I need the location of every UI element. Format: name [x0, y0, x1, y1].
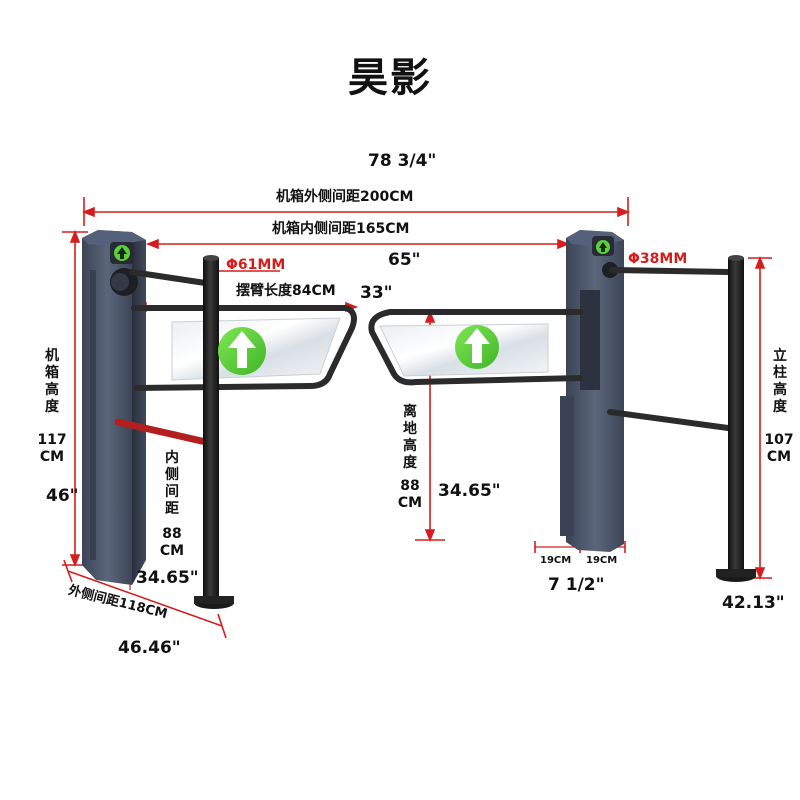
outer-gap-line	[67, 570, 223, 627]
cabinet-height-inch: 46"	[46, 486, 79, 506]
right-cabinet	[560, 230, 624, 552]
inner-gap-label: 内 侧 间 距	[165, 450, 179, 517]
ground-height-cm: 88 CM	[397, 478, 423, 511]
cabinet-height-cm: 117 CM	[37, 432, 67, 465]
small-arrow-indicator-icon	[114, 245, 130, 261]
inner-span-cm: 机箱内侧间距165CM	[272, 221, 410, 237]
small-arrow-indicator-icon	[596, 240, 610, 254]
pipe-small-diameter: Φ38MM	[628, 251, 688, 267]
arm-length-cm: 摆臂长度84CM	[236, 283, 336, 299]
outer-span-inch: 78 3/4"	[368, 151, 437, 171]
post-height-inch: 42.13"	[722, 593, 785, 613]
ground-height-inch: 34.65"	[438, 481, 501, 501]
base-right-cm: 19CM	[586, 555, 618, 566]
page-title: 昊影	[348, 55, 432, 101]
green-up-arrow-icon	[455, 325, 499, 369]
right-pole	[716, 255, 756, 582]
pipe-large-diameter: Φ61MM	[226, 257, 286, 273]
left-cabinet	[82, 230, 146, 585]
outer-span-cm: 机箱外侧间距200CM	[276, 189, 414, 205]
base-left-cm: 19CM	[540, 555, 572, 566]
outer-gap-inch: 46.46"	[118, 638, 181, 658]
gate-arms	[129, 267, 731, 431]
inner-gap-inch: 34.65"	[136, 568, 199, 588]
arm-length-inch: 33"	[360, 283, 393, 303]
post-height-cm: 107 CM	[764, 432, 794, 465]
inner-gap-cm: 88 CM	[159, 526, 185, 559]
cabinet-height-label: 机 箱 高 度	[45, 348, 59, 415]
ground-height-label: 离 地 高 度	[403, 404, 417, 471]
post-height-label: 立 柱 高 度	[773, 348, 787, 415]
base-inch: 7 1/2"	[548, 575, 605, 595]
left-pole	[194, 255, 234, 609]
inner-span-inch: 65"	[388, 250, 421, 270]
green-up-arrow-icon	[218, 327, 266, 375]
